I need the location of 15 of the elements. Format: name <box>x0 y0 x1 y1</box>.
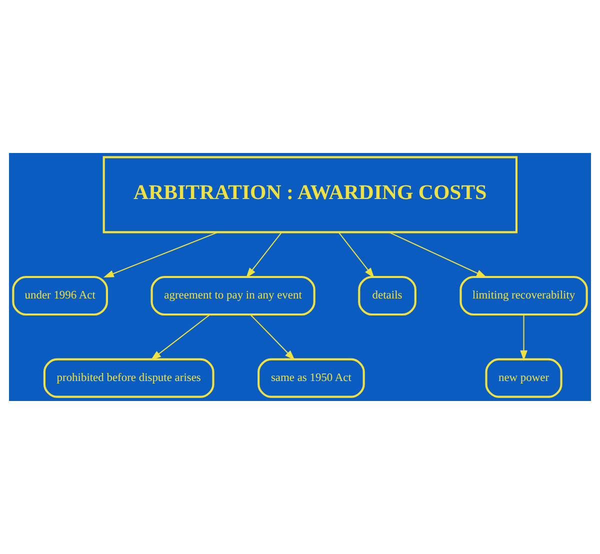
node-box: ARBITRATION : AWARDING COSTS <box>102 156 518 234</box>
arrow <box>250 314 295 360</box>
node-box: under 1996 Act <box>12 276 108 316</box>
node-box: limiting recoverability <box>460 276 588 316</box>
node-box: details <box>358 276 416 316</box>
arrow <box>388 232 487 278</box>
node-box: prohibited before dispute arises <box>43 358 214 398</box>
arrow <box>103 232 218 278</box>
node-box: agreement to pay in any event <box>150 276 316 316</box>
arrow <box>520 314 528 361</box>
arrow <box>246 232 282 278</box>
arrow <box>150 314 210 360</box>
node-box: same as 1950 Act <box>258 358 365 398</box>
node-box: new power <box>485 358 562 398</box>
arrow <box>338 232 374 278</box>
